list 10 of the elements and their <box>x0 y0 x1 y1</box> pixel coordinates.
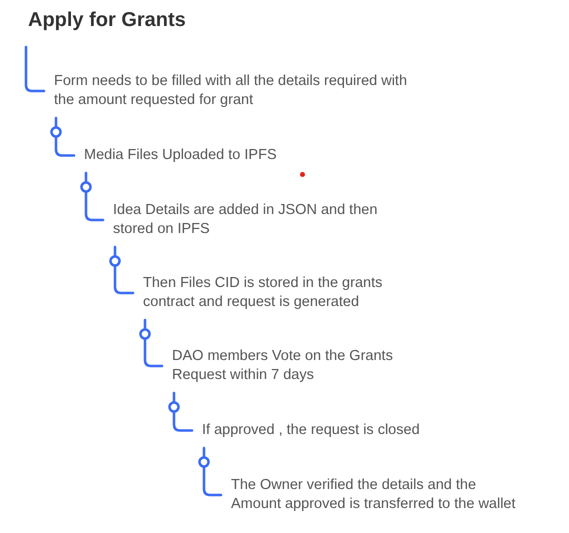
step-text: Media Files Uploaded to IPFS <box>74 146 444 173</box>
step-text: Then Files CID is stored in the grants contract and request is generated <box>133 274 408 320</box>
step-text: Idea Details are added in JSON and then stored on IPFS <box>103 201 398 247</box>
step-text: DAO members Vote on the Grants Request within 7 days <box>162 347 422 393</box>
diagram-title: Apply for Grants <box>28 8 186 33</box>
step-text: Form needs to be filled with all the details required with the amount requested for grant <box>44 72 419 118</box>
connector-line <box>168 392 194 432</box>
connector-line <box>50 116 76 157</box>
step-text: If approved , the request is closed <box>192 421 502 448</box>
step-text: The Owner verified the details and the Amount approved is transferred to the wallet <box>221 476 523 522</box>
